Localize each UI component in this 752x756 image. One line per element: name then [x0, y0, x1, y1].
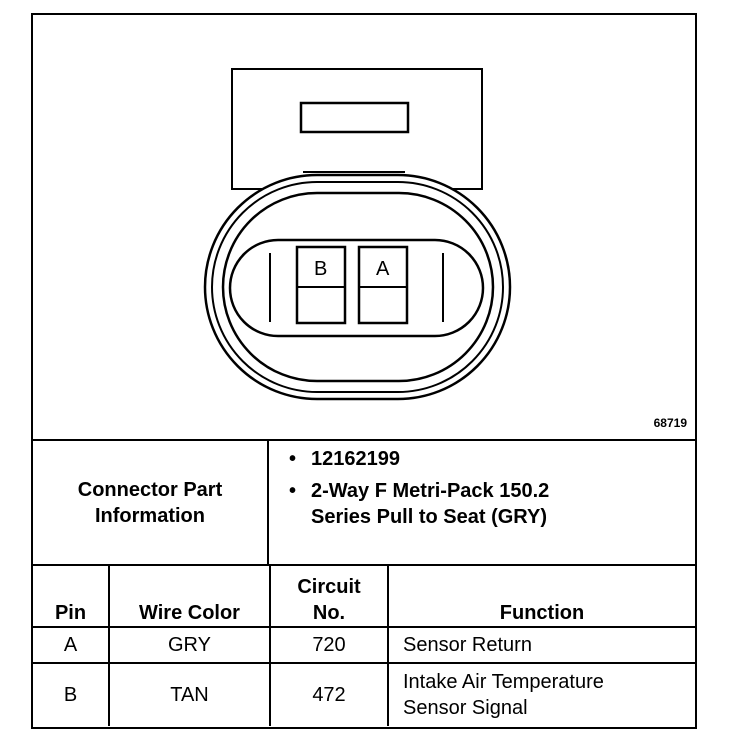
part-number-item: • 12162199	[289, 446, 695, 472]
circuit-no-cell: 472	[269, 662, 389, 726]
connector-part-info: Connector Part Information • 12162199 • …	[33, 439, 695, 564]
connector-illustration: B A 68719	[33, 15, 695, 439]
connector-part-info-label: Connector Part Information	[33, 441, 269, 564]
function-cell: Intake Air Temperature Sensor Signal	[387, 662, 695, 726]
pin-cell: B	[33, 662, 110, 726]
table-row: B TAN 472 Intake Air Temperature Sensor …	[33, 662, 695, 726]
header-circuit-no-text: Circuit No.	[297, 576, 361, 624]
pin-cell: A	[33, 626, 110, 664]
function-cell: Sensor Return	[387, 626, 695, 664]
bullet-icon: •	[289, 480, 297, 502]
connector-shell-rim	[211, 181, 504, 393]
connector-drawing	[203, 68, 512, 401]
pin-a-label: A	[376, 258, 390, 280]
bullet-icon: •	[289, 448, 297, 470]
connector-seal-ring	[221, 191, 495, 383]
wire-color-cell: GRY	[108, 626, 271, 664]
part-number: 12162199	[311, 448, 400, 470]
connector-part-info-text: Connector Part Information	[77, 478, 223, 527]
latch-tab	[299, 101, 410, 134]
terminal-b	[295, 245, 347, 325]
terminal-a	[357, 245, 409, 325]
header-pin: Pin	[33, 564, 110, 628]
wire-color-cell: TAN	[108, 662, 271, 726]
pin-table: Pin Wire Color Circuit No. Function A GR…	[33, 564, 695, 726]
header-wire-color: Wire Color	[108, 564, 271, 628]
pin-table-header: Pin Wire Color Circuit No. Function	[33, 564, 695, 628]
table-row: A GRY 720 Sensor Return	[33, 626, 695, 664]
function-text: Intake Air Temperature Sensor Signal	[403, 671, 604, 719]
connector-diagram-frame: B A 68719 Connector Part Information • 1…	[31, 13, 697, 729]
part-description-item: • 2-Way F Metri-Pack 150.2 Series Pull t…	[289, 478, 551, 530]
part-description: 2-Way F Metri-Pack 150.2 Series Pull to …	[311, 480, 550, 528]
circuit-no-cell: 720	[269, 626, 389, 664]
connector-part-info-list: • 12162199 • 2-Way F Metri-Pack 150.2 Se…	[269, 441, 695, 564]
pin-b-label: B	[314, 258, 328, 280]
figure-id-number: 68719	[653, 416, 687, 430]
terminal-cavity	[228, 238, 485, 338]
header-circuit-no: Circuit No.	[269, 564, 389, 628]
header-function: Function	[387, 564, 695, 628]
